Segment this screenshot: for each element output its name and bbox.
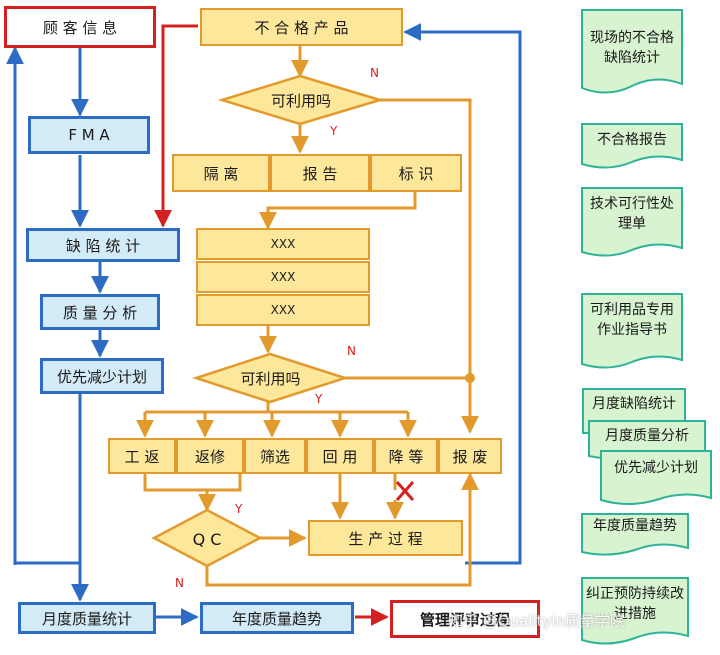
report-label: 报 告	[302, 164, 338, 183]
branch-label-y2: Y	[315, 392, 323, 406]
downgrade-label: 降 等	[388, 447, 424, 466]
doc-tag-7-label: 优先减少计划	[614, 460, 698, 476]
reuse-label: 回 用	[322, 447, 358, 466]
doc-tag-3-label: 技术可行性处理单	[590, 196, 674, 232]
xxx-box-1: XXX	[196, 228, 370, 260]
repair-label: 返修	[194, 447, 225, 466]
decision-qc: Q C	[170, 528, 244, 550]
branch-label-y1: Y	[330, 124, 338, 138]
xxx-label-3: XXX	[270, 303, 296, 317]
decision-usable-1: 可利用吗	[222, 88, 380, 112]
screen-label: 筛选	[259, 447, 290, 466]
customer-info-label: 顾 客 信 息	[42, 18, 118, 37]
doc-tag-6-label: 月度质量分析	[605, 428, 689, 444]
nonconforming-product-label: 不 合 格 产 品	[254, 18, 349, 37]
management-review-box: 管理评审过程	[390, 600, 540, 638]
nonconforming-product-box: 不 合 格 产 品	[200, 8, 403, 46]
decision-usable-2: 可利用吗	[196, 366, 345, 390]
watermark: 知乎 @Qualityin质量学院	[448, 612, 626, 630]
decision-qc-shape	[151, 508, 263, 568]
branch-label-y3: Y	[235, 502, 243, 516]
doc-tag-7: 优先减少计划	[600, 450, 712, 508]
red-feed-arrow	[154, 24, 198, 228]
defect-stats-label: 缺 陷 统 计	[65, 236, 141, 255]
screen-box: 筛选	[244, 438, 306, 474]
quality-analysis-label: 质 量 分 析	[62, 303, 138, 322]
doc-tag-2: 不合格报告	[580, 122, 684, 170]
left-column-arrows	[5, 23, 522, 626]
customer-info-box: 顾 客 信 息	[4, 6, 156, 48]
monthly-stats-label: 月度质量统计	[41, 609, 132, 628]
decision-usable-2-label: 可利用吗	[240, 369, 301, 388]
doc-tag-4: 可利用品专用作业指导书	[580, 292, 684, 372]
decision-usable-2-shape	[191, 352, 350, 404]
doc-tag-5-label: 月度缺陷统计	[592, 396, 676, 412]
branch-label-n2: N	[347, 344, 356, 358]
annual-trend-label: 年度质量趋势	[231, 609, 322, 628]
doc-tag-4-label: 可利用品专用作业指导书	[590, 302, 674, 338]
decision-qc-label: Q C	[192, 529, 222, 549]
fma-label: F M A	[68, 126, 110, 144]
isolate-label: 隔 离	[203, 164, 239, 183]
annual-trend-box: 年度质量趋势	[200, 602, 354, 634]
rework-box: 工 返	[108, 438, 176, 474]
reuse-box: 回 用	[306, 438, 374, 474]
quality-analysis-box: 质 量 分 析	[40, 294, 160, 330]
doc-tag-1-label: 现场的不合格缺陷统计	[590, 30, 674, 66]
block-x-marker	[395, 481, 415, 501]
production-process-label: 生 产 过 程	[348, 529, 423, 548]
rework-label: 工 返	[124, 447, 160, 466]
xxx-label-2: XXX	[270, 270, 296, 284]
management-review-label: 管理评审过程	[419, 610, 510, 629]
xxx-box-2: XXX	[196, 261, 370, 293]
doc-tag-1: 现场的不合格缺陷统计	[580, 8, 684, 98]
doc-tag-9-label: 纠正预防持续改进措施	[586, 586, 684, 622]
main-flow-arrows	[136, 46, 479, 587]
report-box: 报 告	[270, 154, 370, 192]
scrap-label: 报 废	[452, 447, 488, 466]
decision-usable-1-label: 可利用吗	[270, 91, 331, 110]
priority-plan-box: 优先减少计划	[40, 358, 164, 394]
branch-label-n3: N	[175, 576, 184, 590]
doc-tag-9: 纠正预防持续改进措施	[580, 576, 690, 648]
fma-box: F M A	[28, 116, 150, 154]
xxx-label-1: XXX	[270, 237, 296, 251]
doc-tag-3: 技术可行性处理单	[580, 186, 684, 260]
branch-label-n1: N	[370, 66, 379, 80]
xxx-box-3: XXX	[196, 294, 370, 326]
mark-box: 标 识	[370, 154, 462, 192]
monthly-stats-box: 月度质量统计	[18, 602, 156, 634]
mark-label: 标 识	[398, 164, 434, 183]
decision-usable-1-shape	[217, 74, 385, 126]
doc-tag-2-label: 不合格报告	[597, 132, 667, 148]
repair-box: 返修	[176, 438, 244, 474]
doc-tag-8: 年度质量趋势	[580, 512, 690, 558]
priority-plan-label: 优先减少计划	[56, 367, 147, 386]
isolate-box: 隔 离	[172, 154, 270, 192]
production-process-box: 生 产 过 程	[308, 520, 463, 556]
downgrade-box: 降 等	[374, 438, 438, 474]
scrap-box: 报 废	[438, 438, 502, 474]
doc-tag-8-label: 年度质量趋势	[593, 518, 677, 534]
defect-stats-box: 缺 陷 统 计	[26, 228, 180, 262]
